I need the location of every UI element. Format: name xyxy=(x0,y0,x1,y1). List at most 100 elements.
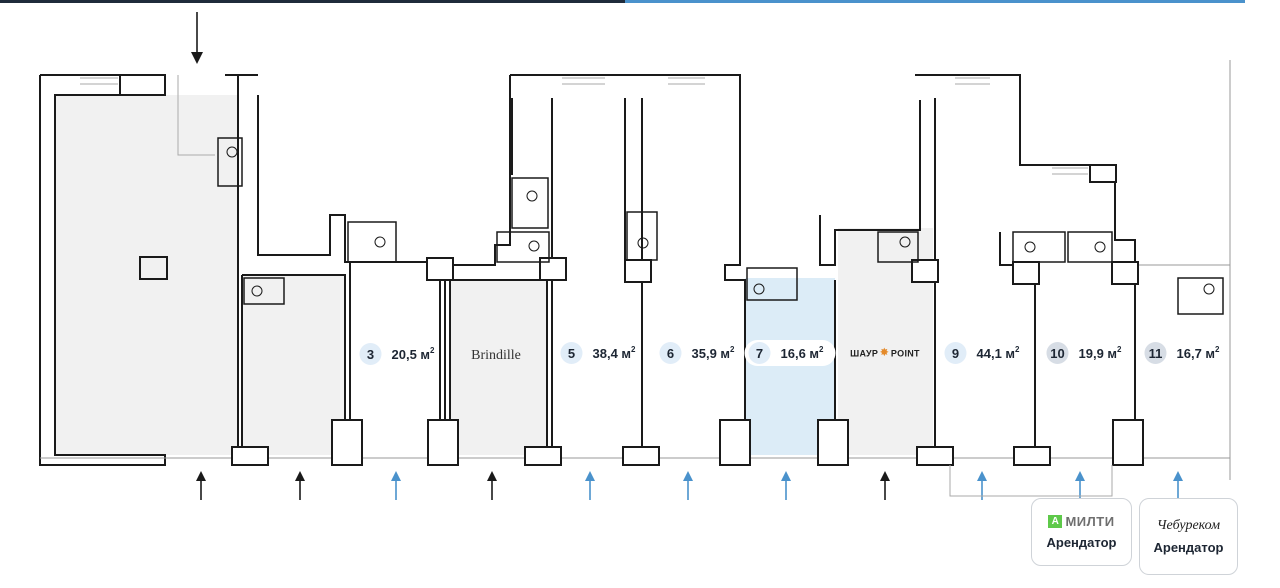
window xyxy=(80,77,118,85)
unit-label-6[interactable]: 6 35,9 м2 xyxy=(659,340,735,366)
window xyxy=(562,77,605,85)
pier xyxy=(1111,261,1139,285)
window xyxy=(668,77,705,85)
pier xyxy=(622,446,660,466)
pier xyxy=(911,259,939,283)
washroom xyxy=(1177,277,1224,315)
washroom xyxy=(243,277,285,305)
toilet-icon xyxy=(374,236,386,248)
arrowhead xyxy=(683,471,693,481)
washroom xyxy=(347,221,397,263)
tenant-card-chebureком[interactable]: Чебуреком Арендатор xyxy=(1139,498,1238,575)
unit-label-9[interactable]: 9 44,1 м2 xyxy=(944,340,1020,366)
window xyxy=(955,77,990,85)
pier xyxy=(1112,419,1144,466)
pier xyxy=(539,257,567,281)
unit-label-11[interactable]: 11 16,7 м2 xyxy=(1144,340,1220,366)
washroom xyxy=(496,231,550,263)
wall xyxy=(54,75,166,465)
milti-logo: A МИЛТИ xyxy=(1048,514,1114,529)
unit-number-badge: 6 xyxy=(659,342,682,364)
unit-area: 44,1 м2 xyxy=(976,344,1020,361)
pier xyxy=(426,257,454,281)
pier xyxy=(624,259,652,283)
header-bar-dark xyxy=(0,0,625,3)
washroom xyxy=(1067,231,1113,263)
arrowhead xyxy=(1075,471,1085,481)
washroom xyxy=(746,267,798,301)
milti-logo-text: МИЛТИ xyxy=(1065,514,1115,529)
arrowhead xyxy=(1173,471,1183,481)
washroom xyxy=(217,137,243,187)
unit-label-10[interactable]: 10 19,9 м2 xyxy=(1046,340,1122,366)
tenant-name-left: ШАУР xyxy=(850,348,879,358)
toilet-icon xyxy=(753,283,765,295)
washroom xyxy=(511,177,549,229)
unit-area: 35,9 м2 xyxy=(691,344,735,361)
canopy-outline xyxy=(949,465,1113,497)
toilet-icon xyxy=(1094,241,1106,253)
washroom xyxy=(1012,231,1066,263)
wall xyxy=(999,232,1035,266)
pier xyxy=(524,446,562,466)
header-bar-accent xyxy=(625,0,1245,3)
wall xyxy=(241,274,346,455)
unit-number-badge: 11 xyxy=(1144,342,1167,364)
pier xyxy=(719,419,751,466)
pier xyxy=(1089,164,1117,183)
arrowhead xyxy=(977,471,987,481)
wall xyxy=(445,74,741,266)
tenant-name-right: POINT xyxy=(890,348,920,358)
pier xyxy=(817,419,849,466)
toilet-icon xyxy=(899,236,911,248)
milti-logo-icon: A xyxy=(1048,515,1063,528)
washroom xyxy=(877,231,919,263)
unit-number-badge: 7 xyxy=(748,342,771,364)
arrowhead xyxy=(191,52,203,64)
pier xyxy=(231,446,269,466)
arrowhead xyxy=(295,471,305,481)
unit-label-7-selected[interactable]: 7 16,6 м2 xyxy=(744,340,836,366)
unit-label-5[interactable]: 5 38,4 м2 xyxy=(560,340,636,366)
washroom xyxy=(626,211,658,261)
tenant-label: Арендатор xyxy=(1046,535,1117,550)
unit-2-area[interactable] xyxy=(242,275,345,455)
arrowhead xyxy=(487,471,497,481)
unit-area: 19,9 м2 xyxy=(1078,344,1122,361)
unit-number-badge: 3 xyxy=(359,343,382,365)
column xyxy=(139,256,168,280)
toilet-icon xyxy=(1024,241,1036,253)
toilet-icon xyxy=(251,285,263,297)
arrowhead xyxy=(196,471,206,481)
toilet-icon xyxy=(1203,283,1215,295)
pier xyxy=(916,446,954,466)
toilet-icon xyxy=(528,240,540,252)
arrowhead xyxy=(585,471,595,481)
chebureком-logo: Чебуреком xyxy=(1156,518,1221,533)
unit-number-badge: 5 xyxy=(560,342,583,364)
pier xyxy=(427,419,459,466)
unit-label-3[interactable]: 3 20,5 м2 xyxy=(359,341,435,367)
wall xyxy=(819,100,921,266)
arrowhead xyxy=(781,471,791,481)
tenant-brindille: Brindille xyxy=(471,348,521,363)
unit-4-area[interactable] xyxy=(450,280,547,455)
arrowhead xyxy=(880,471,890,481)
unit-number-badge: 9 xyxy=(944,342,967,364)
star-icon: ✸ xyxy=(880,347,889,359)
unit-number-badge: 10 xyxy=(1046,342,1069,364)
unit-1-area[interactable] xyxy=(55,95,238,455)
pier xyxy=(1012,261,1040,285)
pier xyxy=(1013,446,1051,466)
pier xyxy=(331,419,363,466)
unit-area: 16,7 м2 xyxy=(1176,344,1220,361)
tenant-shaurpoint: ШАУР ✸ POINT xyxy=(850,348,920,359)
unit-area: 16,6 м2 xyxy=(780,344,824,361)
arrowhead xyxy=(391,471,401,481)
window xyxy=(1052,167,1088,175)
tenant-card-milti[interactable]: A МИЛТИ Арендатор xyxy=(1031,498,1132,566)
toilet-icon xyxy=(226,146,238,158)
unit-area: 38,4 м2 xyxy=(592,344,636,361)
wall xyxy=(257,95,441,455)
